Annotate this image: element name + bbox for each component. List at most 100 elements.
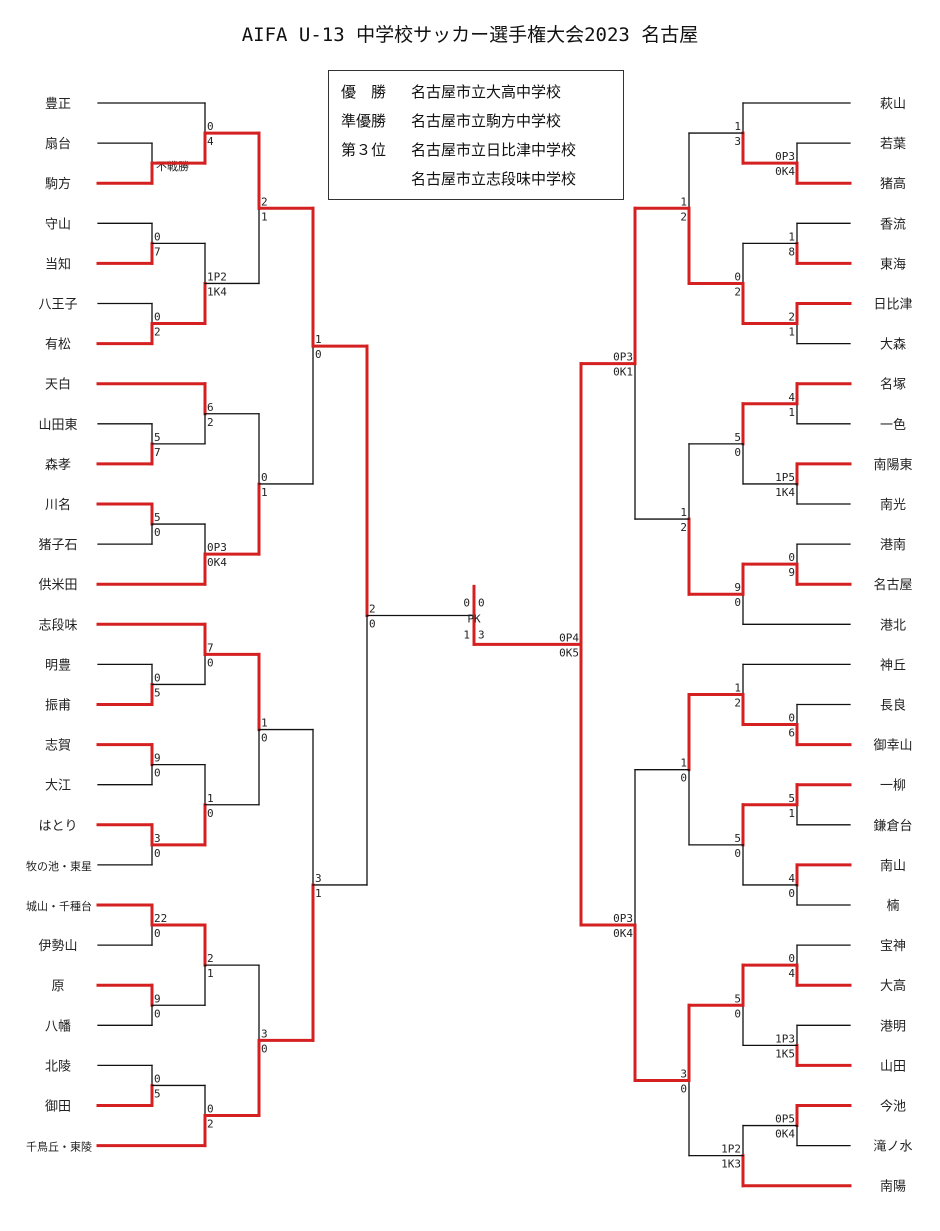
match-score-top: 1	[207, 792, 214, 805]
match-score-bottom: 1K5	[775, 1047, 795, 1060]
match-score-top: 0	[734, 270, 741, 283]
match-score-bottom: 0	[734, 446, 741, 459]
team-name-right: 港北	[880, 618, 906, 633]
match-score-top: 6	[207, 401, 214, 414]
team-name-left: 豊正	[45, 97, 71, 112]
team-name-left: 八幡	[45, 1019, 71, 1034]
match-score-bottom: 1	[788, 406, 795, 419]
match-score-top: 0	[154, 1072, 161, 1085]
match-score-bottom: 1	[207, 967, 214, 980]
match-score-top: 0	[788, 551, 795, 564]
match-score-bottom: 0	[734, 1007, 741, 1020]
match-score-top: 3	[315, 872, 322, 885]
team-name-left: 大江	[45, 779, 71, 794]
match-score-top: 1	[788, 230, 795, 243]
final-score-right: 0	[478, 596, 485, 609]
match-score-top: 0	[207, 120, 214, 133]
match-score-bottom: 3	[734, 135, 741, 148]
match-score-bottom: 1	[788, 326, 795, 339]
team-name-right: 神丘	[880, 658, 906, 673]
match-score-bottom: 0	[154, 847, 161, 860]
match-score-top: 2	[261, 195, 268, 208]
match-score-top: 22	[154, 912, 167, 925]
team-name-right: 一柳	[880, 779, 906, 794]
team-name-left: 猪子石	[38, 538, 77, 553]
match-score-top: 2	[369, 603, 376, 616]
match-score-top: 4	[788, 391, 795, 404]
team-name-left: 川名	[45, 497, 71, 513]
team-name-right: 猪高	[880, 176, 906, 192]
team-name-left: 志賀	[45, 739, 71, 754]
match-score-bottom: 2	[734, 285, 741, 298]
team-name-left: 明豊	[45, 658, 71, 673]
match-score-bottom: 9	[788, 566, 795, 579]
team-name-left: 守山	[45, 217, 71, 232]
match-score-bottom: 0	[154, 526, 161, 539]
match-score-bottom: 0	[154, 1007, 161, 1020]
team-name-right: 南陽	[880, 1179, 906, 1195]
match-score-top: 1	[680, 757, 687, 770]
team-name-right: 名古屋	[873, 577, 912, 593]
match-score-bottom: 0	[680, 1082, 687, 1095]
team-name-right: 港南	[880, 537, 906, 553]
result-school: 名古屋市立志段味中学校	[411, 170, 577, 188]
team-name-left: 城山・千種台	[26, 899, 92, 913]
match-score-top: 0P3	[613, 912, 633, 925]
team-name-right: 一色	[880, 417, 906, 433]
match-score-top: 7	[207, 641, 214, 654]
match-score-top: 0	[154, 230, 161, 243]
team-name-right: 大高	[880, 978, 906, 994]
team-name-right: 萩山	[880, 97, 906, 112]
team-name-right: 南光	[880, 497, 906, 513]
team-name-right: 南陽東	[873, 457, 912, 473]
result-school: 名古屋市立日比津中学校	[411, 141, 577, 159]
match-score-bottom: 2	[734, 696, 741, 709]
result-school: 名古屋市立大高中学校	[411, 83, 562, 101]
team-name-left: 山田東	[38, 417, 77, 433]
match-score-top: 5	[734, 992, 741, 1005]
team-name-left: はとり	[38, 819, 77, 834]
match-score-bottom: 0	[788, 887, 795, 900]
team-name-right: 南山	[880, 858, 906, 874]
match-score-top: 0	[261, 471, 268, 484]
match-score-bottom: 2	[680, 210, 687, 223]
match-score-top: 0	[207, 1103, 214, 1116]
match-score-top: 5	[788, 792, 795, 805]
match-score-bottom: 0K4	[613, 927, 633, 940]
team-name-left: 御田	[45, 1100, 71, 1115]
match-score-bottom: 0	[154, 927, 161, 940]
match-score-top: 9	[154, 752, 161, 765]
result-label: 優 勝	[341, 83, 387, 101]
match-score-top: 1	[261, 717, 268, 730]
match-score-bottom: 0K1	[613, 366, 633, 379]
match-score-top: 3	[154, 832, 161, 845]
match-score-top: 3	[680, 1067, 687, 1080]
team-name-right: 東海	[880, 256, 906, 272]
match-score-bottom: 1	[315, 887, 322, 900]
match-score-top: 0P5	[775, 1113, 795, 1126]
match-score-bottom: 0	[207, 807, 214, 820]
match-score-top: 1	[680, 195, 687, 208]
final-pk-label: PK	[467, 612, 481, 625]
match-score-bottom: 1K3	[721, 1158, 741, 1171]
match-score-bottom: 4	[207, 135, 214, 148]
team-name-left: 天白	[45, 377, 71, 393]
match-score-top: 5	[154, 431, 161, 444]
team-name-left: 八王子	[38, 298, 77, 313]
final-score-left: 0	[463, 596, 470, 609]
team-name-right: 山田	[880, 1059, 906, 1074]
match-score-bottom: 0	[734, 596, 741, 609]
match-score-bottom: 5	[154, 686, 161, 699]
match-score-top: 1	[315, 333, 322, 346]
match-score-top: 2	[788, 311, 795, 324]
match-score-bottom: 4	[788, 967, 795, 980]
match-score-top: 1P2	[721, 1143, 741, 1156]
match-score-bottom: 1	[261, 486, 268, 499]
team-name-left: 原	[51, 979, 64, 994]
result-label: 準優勝	[341, 112, 387, 130]
team-name-left: 千鳥丘・東陵	[26, 1140, 92, 1154]
match-score-top: 0	[154, 671, 161, 684]
match-score-bottom: 5	[154, 1087, 161, 1100]
match-score-top: 0P3	[207, 541, 227, 554]
